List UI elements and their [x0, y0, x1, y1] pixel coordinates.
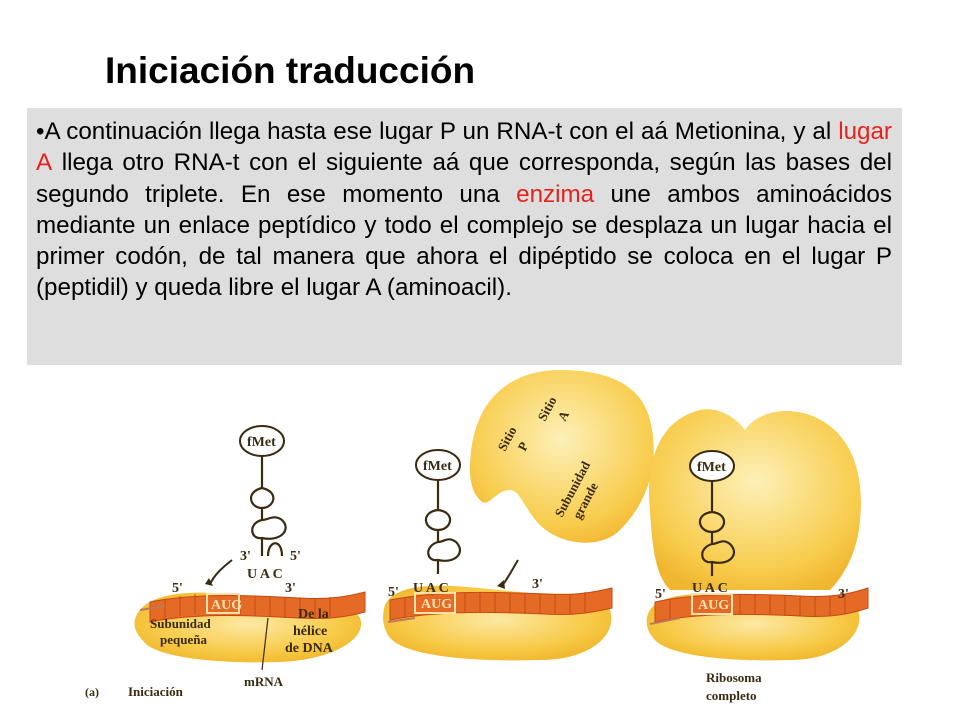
anticodon-2: U A C [413, 581, 449, 596]
anticodon-3: U A C [692, 581, 728, 596]
large-subunit-shape [470, 370, 654, 543]
mrna-ticks-3 [669, 594, 846, 619]
mrna-ticks-2 [404, 592, 586, 617]
mrna-5prime-1: 5' [172, 581, 183, 596]
anticodon-1: U A C [247, 567, 283, 582]
fmet-label-2: fMet [423, 459, 452, 474]
panel-3-complete-ribosome: AUG 5' 3' fMet U A C Ribosoma completo [646, 409, 869, 703]
bullet: • [36, 118, 45, 145]
fmet-label-1: fMet [247, 435, 276, 450]
arrow-head-1 [205, 578, 213, 586]
mrna-3prime-2: 3' [532, 577, 543, 592]
codon-label-2: AUG [421, 597, 452, 612]
trna-2 [424, 480, 462, 574]
panel-caption: Iniciación [128, 684, 184, 699]
fmet-label-3: fMet [697, 460, 726, 475]
translation-initiation-figure: AUG fMet 3' 5' U A C 5' 3' Subunidad peq… [85, 370, 869, 703]
trna-3prime-1: 3' [240, 549, 251, 564]
trna-1 [250, 456, 287, 557]
dna-label-line2: hélice [293, 624, 327, 639]
codon-label-3: AUG [698, 598, 729, 613]
arrow-head-2 [497, 580, 505, 589]
mrna-strand-1 [149, 591, 366, 623]
codon-box-1 [206, 593, 240, 614]
ribosome-label-line2: completo [706, 688, 757, 703]
text-segment-1: A continuación llega hasta ese lugar P u… [44, 118, 839, 145]
arrow-down-2 [501, 559, 519, 587]
arrow-left-3 [649, 617, 681, 625]
codon-label-1: AUG [211, 598, 242, 613]
slide-title: Iniciación traducción [105, 50, 476, 91]
codon-box-3 [691, 593, 733, 615]
dna-label-line3: de DNA [285, 641, 334, 656]
arrow-left-2 [387, 617, 416, 623]
mrna-5prime-3: 5' [655, 587, 666, 602]
arrow-left-1 [139, 605, 166, 611]
mrna-5prime-2: 5' [388, 585, 399, 600]
mrna-label: mRNA [244, 674, 284, 689]
arrow-down-1 [209, 559, 233, 585]
highlight-lugar-a: lugar A [36, 118, 892, 177]
text-segment-2: llega otro RNA-t con el siguiente aá que… [36, 149, 892, 208]
body-paragraph: •A continuación llega hasta ese lugar P … [36, 116, 892, 304]
trna-5prime-1: 5' [290, 549, 301, 564]
text-box: •A continuación llega hasta ese lugar P … [27, 108, 902, 365]
mrna-3prime-3: 3' [838, 587, 849, 602]
dna-label-line1: De la [298, 607, 329, 622]
ribosome-large-shape [649, 409, 861, 590]
highlight-enzima: enzima [516, 180, 595, 208]
ribosome-label-line1: Ribosoma [706, 670, 762, 685]
trna-3 [698, 481, 736, 576]
small-subunit-label-line1: Subunidad [150, 616, 211, 631]
codon-box-2 [414, 592, 456, 614]
panel-letter: (a) [85, 685, 99, 699]
small-subunit-label-line2: pequeña [160, 632, 207, 647]
panel-1-initiation: AUG fMet 3' 5' U A C 5' 3' Subunidad peq… [85, 425, 366, 699]
panel-2-subunit-joining: AUG 5' 3' fMet U A C Sitio P Sitio A Sub… [383, 370, 654, 661]
mrna-3prime-1: 3' [285, 581, 296, 596]
mrna-pointer [261, 617, 269, 671]
text-segment-3: une ambos aminoácidos mediante un enlace… [36, 180, 892, 302]
